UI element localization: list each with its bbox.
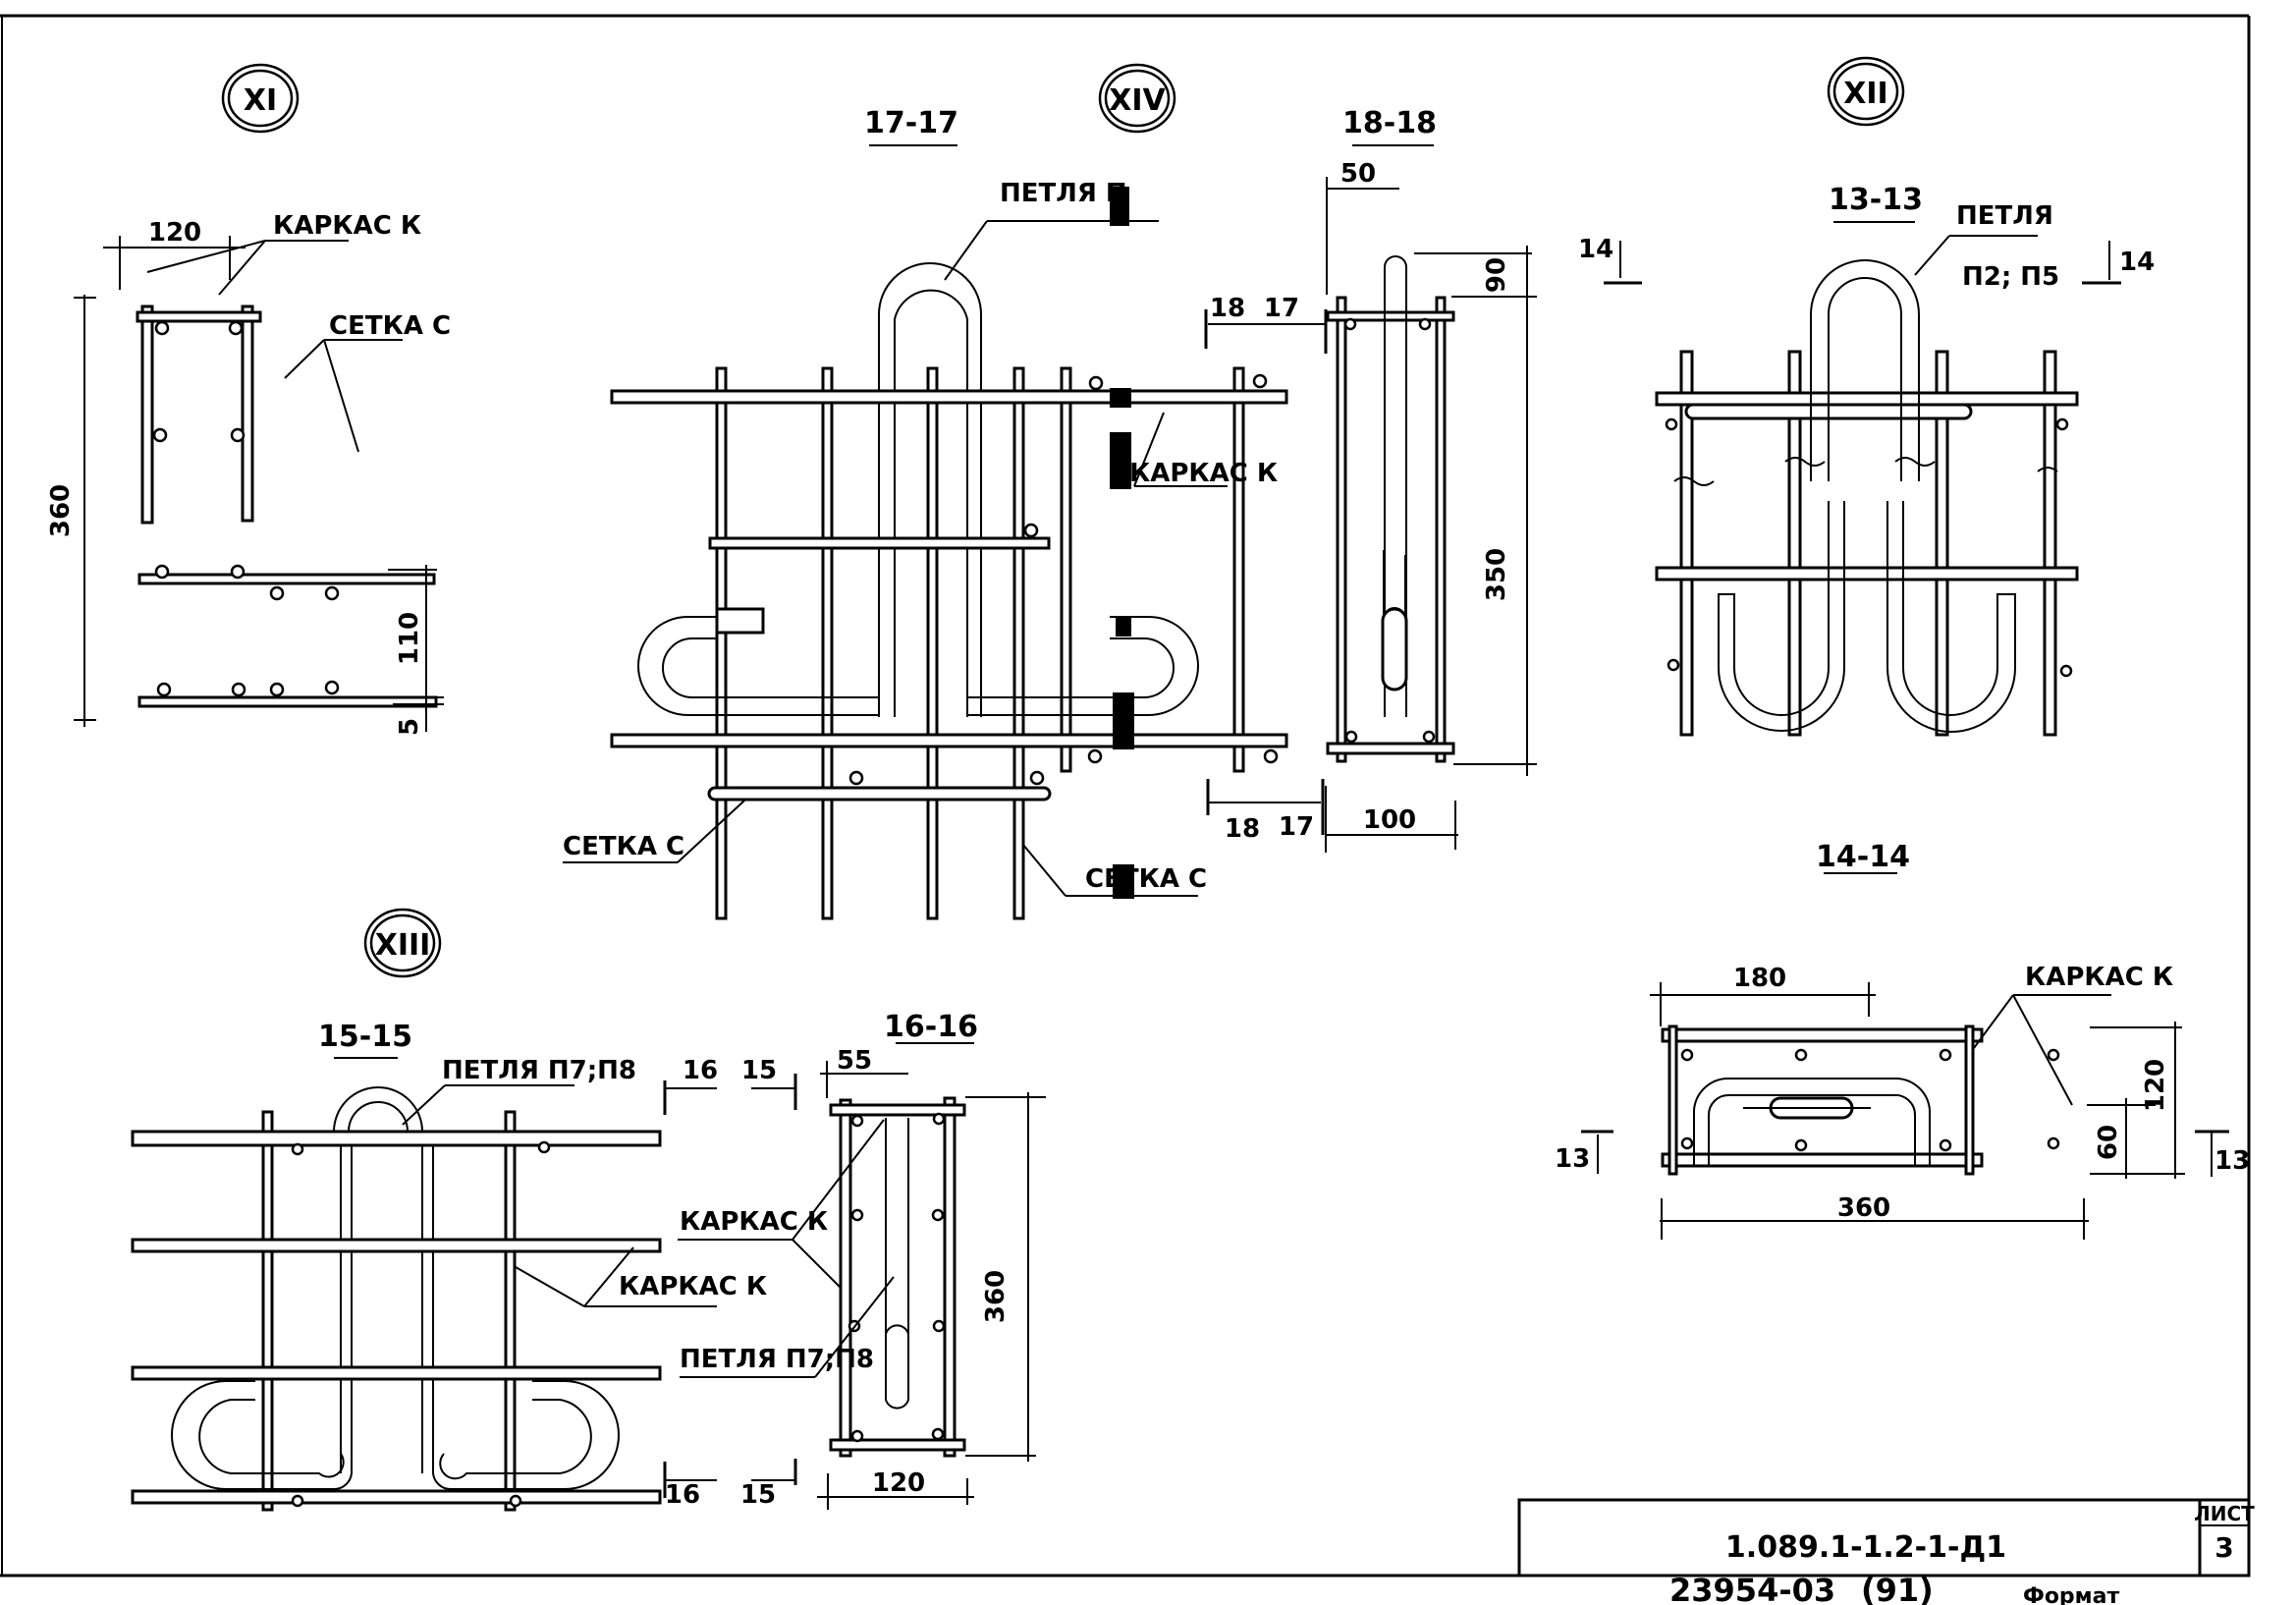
- inventory-suffix: (91): [1861, 1572, 1934, 1605]
- section-title-18: 18-18: [1342, 106, 1437, 140]
- cut-17-top-b: 17: [1264, 294, 1299, 323]
- label-15-loop: ПЕТЛЯ П7;П8: [442, 1056, 636, 1085]
- section-title-14: 14-14: [1816, 840, 1910, 874]
- label-xi-frame: КАРКАС К: [273, 211, 421, 241]
- section-18-18: 18-18 50 90 350 100: [1325, 106, 1537, 853]
- section-17-17: XIV 17-17: [563, 63, 1328, 920]
- dim-xi-height: 360: [46, 484, 76, 537]
- section-title-17: 17-17: [864, 106, 958, 140]
- dim-18-top: 50: [1340, 159, 1376, 189]
- sheet-number: 3: [2214, 1531, 2233, 1564]
- cut-15-top-b: 15: [741, 1056, 777, 1085]
- cut-13-left: 14: [1578, 235, 1613, 264]
- cut-17-bot-a: 18: [1225, 814, 1260, 844]
- dim-xi-width: 120: [148, 218, 201, 248]
- section-title-15: 15-15: [318, 1020, 412, 1054]
- dim-14-half: 180: [1733, 964, 1786, 993]
- section-title-16: 16-16: [884, 1010, 978, 1044]
- label-xi-mesh: СЕТКА С: [329, 311, 451, 341]
- node-mark-xi: XI: [244, 83, 277, 118]
- section-16-16: 16-16 55 360 120 КАРКАС К ПЕТЛЯ: [678, 1010, 1046, 1510]
- label-14-frame: КАРКАС К: [2025, 963, 2173, 992]
- dim-18-bottom: 100: [1363, 805, 1416, 835]
- section-title-13: 13-13: [1829, 183, 1923, 217]
- label-16-loop: ПЕТЛЯ П7;П8: [680, 1345, 874, 1374]
- label-17-mesh-right: СЕТКА С: [1085, 864, 1207, 894]
- sheet-frame: [0, 14, 2251, 1577]
- node-xi: XI 120 360 110 5 К: [46, 63, 451, 736]
- label-15-frame: КАРКАС К: [619, 1272, 767, 1301]
- cut-17-top-a: 18: [1210, 294, 1245, 323]
- dim-xi-gap: 5: [395, 718, 424, 736]
- section-13-13: XII 13-13 ПЕТЛЯ П2; П5: [1578, 56, 2155, 737]
- cut-15-bot-b: 15: [740, 1480, 776, 1510]
- section-15-15: XIII 15-15 ПЕТЛЯ П7;П8 КАРКАС К: [131, 908, 797, 1512]
- cut-15-bot-a: 16: [665, 1480, 700, 1510]
- dim-16-height: 360: [981, 1270, 1011, 1323]
- section-14-14: 14-14 180 360 120 60 КАРКАС К: [1555, 840, 2250, 1240]
- label-13-loop-2: П2; П5: [1962, 262, 2059, 292]
- label-17-frame: КАРКАС К: [1129, 459, 1278, 488]
- dim-xi-offset: 110: [395, 612, 424, 665]
- label-17-loop: ПЕТЛЯ П: [1000, 179, 1127, 208]
- sheet-label: ЛИСТ: [2194, 1502, 2255, 1525]
- format-label: Формат: [2023, 1584, 2120, 1605]
- label-13-loop-1: ПЕТЛЯ: [1956, 201, 2053, 231]
- dim-16-top: 55: [837, 1046, 872, 1076]
- label-16-frame: КАРКАС К: [680, 1207, 828, 1237]
- dim-14-inner: 60: [2094, 1125, 2123, 1160]
- dim-14-width: 360: [1837, 1193, 1890, 1223]
- label-17-mesh-left: СЕТКА С: [563, 832, 684, 861]
- dim-18-height: 350: [1482, 548, 1511, 601]
- cut-13-right: 14: [2119, 248, 2155, 277]
- dim-18-upper: 90: [1482, 257, 1511, 293]
- document-code: 1.089.1-1.2-1-Д1: [1725, 1530, 2006, 1565]
- node-mark-xii: XII: [1843, 77, 1887, 111]
- cut-14-right: 13: [2214, 1146, 2250, 1176]
- dim-16-width: 120: [872, 1468, 925, 1498]
- inventory-number: 23954-03: [1669, 1572, 1835, 1605]
- dim-14-height: 120: [2141, 1059, 2170, 1112]
- cut-15-top-a: 16: [683, 1056, 718, 1085]
- node-mark-xiv: XIV: [1109, 83, 1166, 118]
- cut-17-bot-b: 17: [1279, 812, 1314, 842]
- node-mark-xiii: XIII: [375, 928, 431, 963]
- cut-14-left: 13: [1555, 1144, 1590, 1174]
- title-block: 1.089.1-1.2-1-Д1 ЛИСТ 3 23954-03 (91) Фо…: [1517, 1498, 2255, 1605]
